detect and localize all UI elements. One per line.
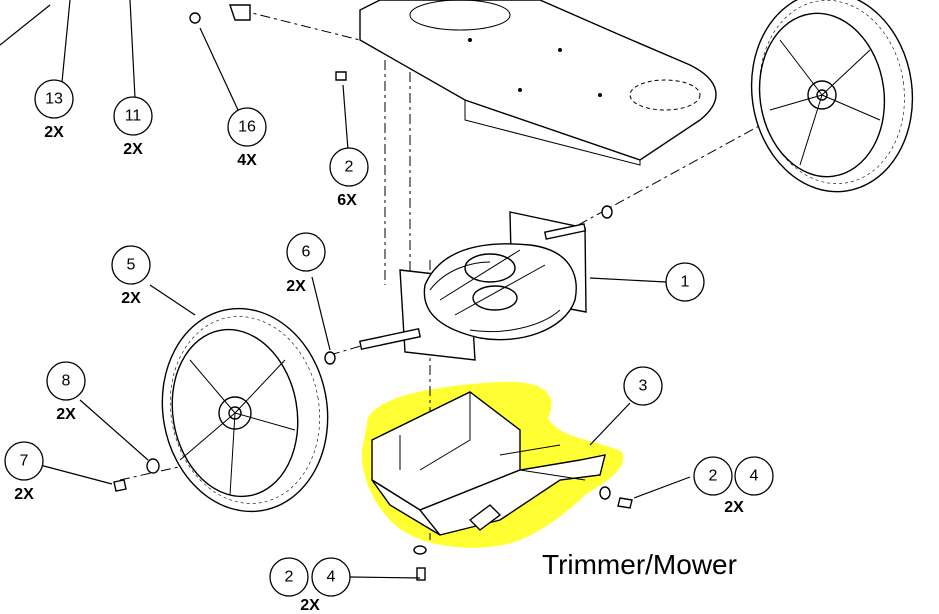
- transmission-assembly: [358, 211, 587, 361]
- callout-16-qty: 4X: [237, 152, 257, 169]
- callout-3-label: 3: [639, 378, 648, 395]
- washer-2-4-right: [599, 486, 611, 500]
- callout-2-4-bottom: 2 4 2X: [269, 557, 351, 614]
- callout-5-qty: 2X: [121, 290, 141, 307]
- callout-5-label: 5: [127, 257, 136, 274]
- callout-6-qty: 2X: [286, 278, 306, 295]
- callout-7: 7 2X: [4, 441, 44, 503]
- callout-6-label: 6: [302, 244, 311, 261]
- callout-3: 3: [623, 366, 663, 406]
- callout-2-4-bottom-label: 2: [285, 569, 294, 586]
- frame-plate: [359, 0, 717, 166]
- callout-2-4-right-label2: 4: [750, 468, 759, 485]
- bolt-2-4-bottom: [413, 545, 427, 581]
- callout-2-4-right-qty: 2X: [724, 499, 744, 516]
- callout-8-qty: 2X: [56, 406, 76, 423]
- callout-2-4-bottom-qty: 2X: [300, 597, 320, 614]
- callout-6: 6 2X: [286, 232, 326, 295]
- callout-2-4-right-label: 2: [709, 468, 718, 485]
- callout-16: 16 4X: [227, 107, 267, 169]
- callout-1: 1: [665, 262, 705, 302]
- callout-8: 8 2X: [46, 361, 86, 423]
- diagram-caption: Trimmer/Mower: [542, 549, 737, 580]
- leader-lines: [0, 0, 691, 579]
- callout-11-label: 11: [125, 108, 142, 125]
- callout-2-4-bottom-label2: 4: [327, 569, 336, 586]
- callout-7-qty: 2X: [14, 486, 34, 503]
- callout-11: 11 2X: [113, 96, 153, 158]
- washer-right-axle: [601, 205, 613, 219]
- bolt-16: [189, 4, 251, 24]
- wheel-right: [750, 0, 914, 193]
- callout-2-top-label: 2: [345, 159, 354, 176]
- callout-2-top: 2 6X: [329, 147, 369, 209]
- callout-13-qty: 2X: [44, 124, 64, 141]
- callout-16-label: 16: [238, 119, 256, 136]
- callout-2-4-right: 2 4 2X: [693, 456, 774, 516]
- bolt-2-top: [335, 71, 347, 81]
- nut-7: [113, 479, 127, 492]
- washer-8: [146, 458, 160, 474]
- callout-11-qty: 2X: [123, 141, 143, 158]
- callout-1-label: 1: [681, 274, 690, 291]
- washer-6: [324, 351, 336, 365]
- callout-13-label: 13: [45, 91, 63, 108]
- bolt-2-4-right: [617, 497, 633, 509]
- callout-13: 13 2X: [34, 79, 74, 141]
- callout-7-label: 7: [20, 453, 29, 470]
- callout-8-label: 8: [62, 373, 71, 390]
- wheel-left: [161, 307, 329, 513]
- callout-5: 5 2X: [111, 245, 151, 307]
- deck-guard: [371, 391, 606, 536]
- callout-2-top-qty: 6X: [337, 192, 357, 209]
